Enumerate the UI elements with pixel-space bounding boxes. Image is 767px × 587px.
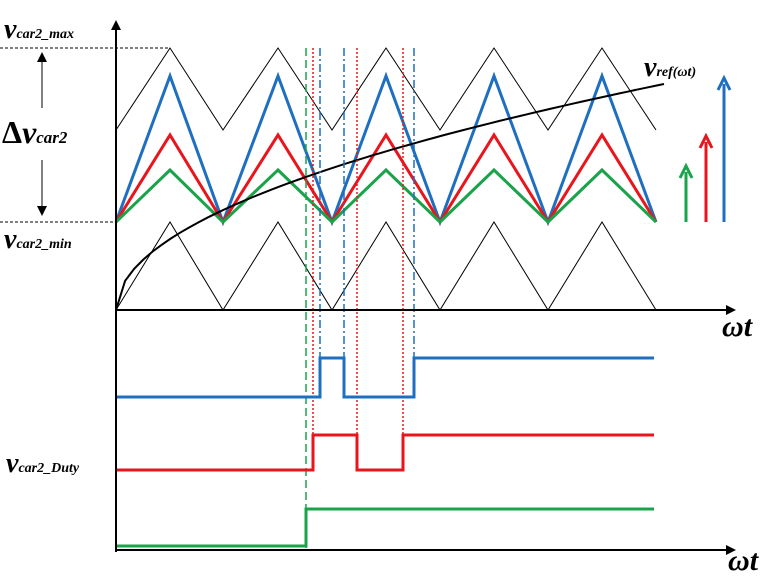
vmin-label-sub: car2_min <box>16 237 72 252</box>
vref-label-sub: ref(ωt) <box>656 65 697 80</box>
duty-waveform-blue <box>116 356 654 399</box>
carrier-blue <box>114 71 658 227</box>
amplitude-arrowhead-green <box>678 162 694 179</box>
carrier-green <box>114 167 658 225</box>
outer-carrier-upper <box>115 47 657 131</box>
amplitude-arrowhead-blue <box>716 74 732 91</box>
duty-waveform-green <box>116 507 654 548</box>
delta-label-sub: car2 <box>36 128 68 147</box>
axis-label-bottom: ωt <box>728 544 759 577</box>
outer-carrier-lower <box>115 221 657 311</box>
duty-label-sub: car2_Duty <box>18 461 80 476</box>
vmin-label: vcar2_min <box>4 224 72 256</box>
delta-symbol: Δ <box>2 114 23 150</box>
vmax-label-main: v <box>4 14 17 45</box>
duty-waveform-red <box>116 433 654 472</box>
vref-label: vref(ωt) <box>644 52 696 84</box>
vref-label-main: v <box>644 52 657 83</box>
delta-label-main: v <box>22 114 37 150</box>
carrier-red <box>114 132 658 225</box>
duty-label: vcar2_Duty <box>6 448 79 480</box>
duty-label-main: v <box>6 448 19 479</box>
vmax-label: vcar2_max <box>4 14 74 46</box>
amplitude-arrowhead-red <box>698 132 714 149</box>
vmax-label-sub: car2_max <box>16 27 74 42</box>
vmin-label-main: v <box>4 224 17 255</box>
axis-label-top: ωt <box>722 310 753 343</box>
delta-label: Δvcar2 <box>2 114 67 151</box>
reference-curve <box>115 83 665 311</box>
